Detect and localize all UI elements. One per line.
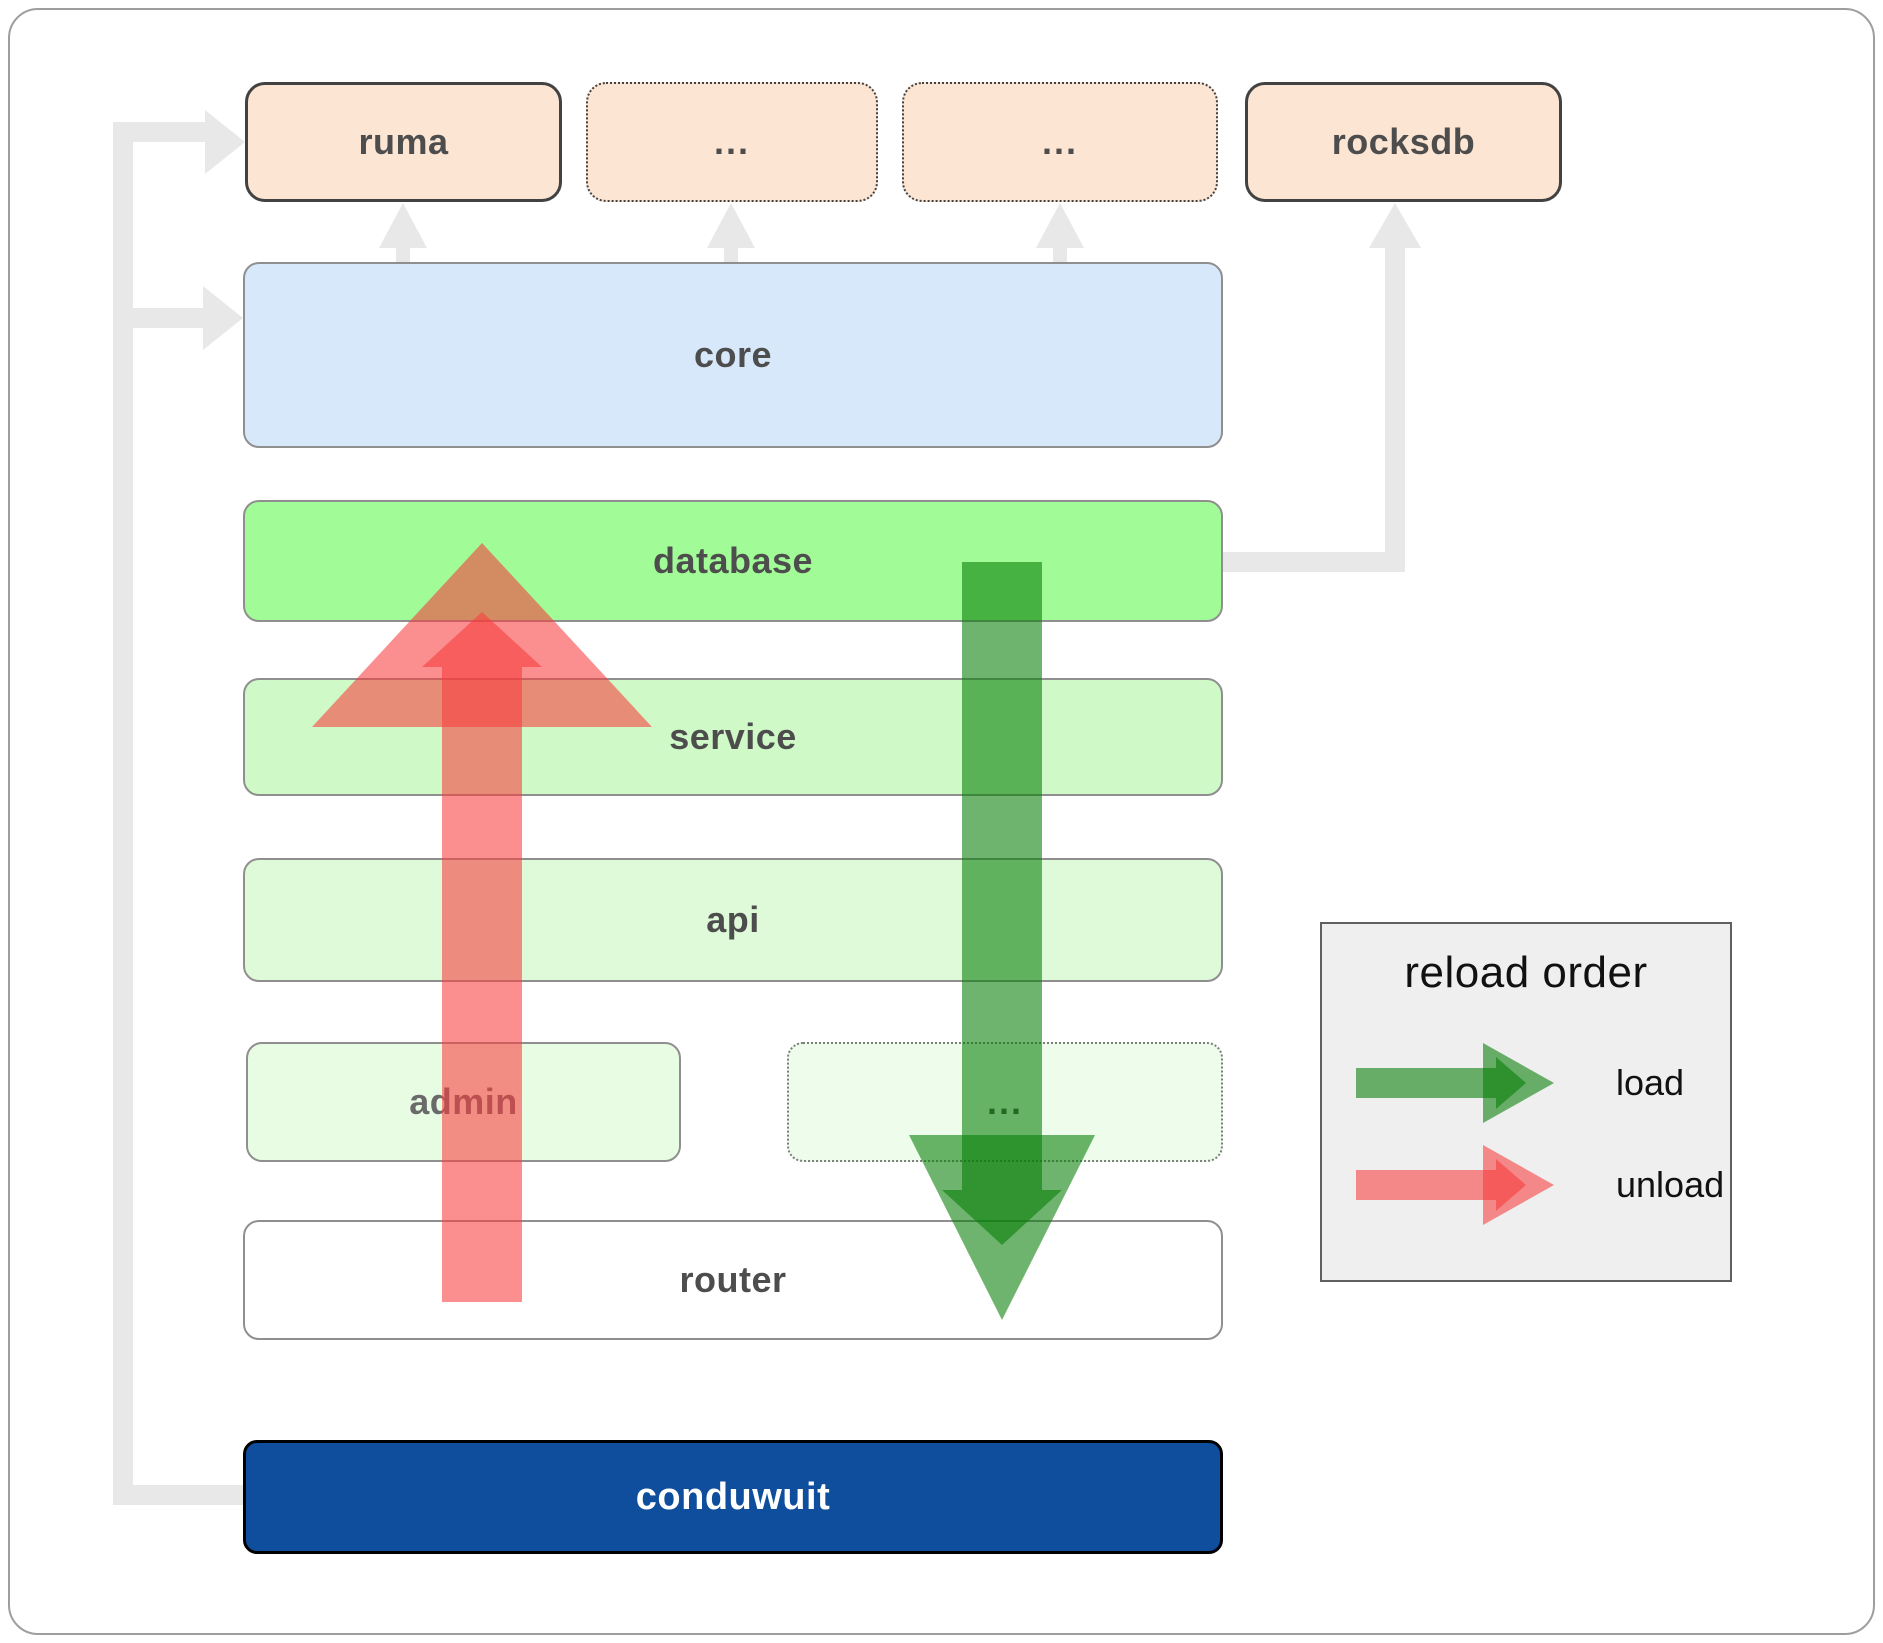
node-api: api [243,858,1223,982]
connector-core-ext2 [1053,246,1067,262]
node-core: core [243,262,1223,448]
connector-db-rocksdb-v [1385,240,1405,572]
node-ellipsis-1-label: ... [713,121,750,162]
arrowhead-rocksdb-icon [1369,203,1421,248]
legend-row-unload: unload [1322,1140,1730,1230]
connector-core-ext1 [724,246,738,262]
node-ellipsis-1: ... [586,82,878,202]
connector-core-ruma [396,246,410,262]
legend-unload-label: unload [1616,1164,1725,1205]
legend: reload order load unload [1320,922,1732,1282]
connector-trunk [113,122,133,1505]
legend-load-label: load [1616,1062,1685,1103]
node-database: database [243,500,1223,622]
node-admin: admin [246,1042,681,1162]
node-admin-label: admin [409,1081,518,1122]
node-ruma-label: ruma [358,121,449,162]
node-core-label: core [693,334,773,375]
arrowhead-top2-icon [707,203,755,248]
node-service: service [243,678,1223,796]
connector-to-core [113,308,203,328]
node-rocksdb-label: rocksdb [1331,121,1476,162]
node-router: router [243,1220,1223,1340]
legend-row-load: load [1322,1038,1730,1128]
arrowhead-top1-icon [379,203,427,248]
node-conduwuit: conduwuit [243,1440,1223,1554]
node-rocksdb: rocksdb [1245,82,1562,202]
connector-db-rocksdb-h [1223,552,1405,572]
node-conduwuit-label: conduwuit [635,1475,831,1518]
node-router-label: router [679,1259,787,1300]
node-ellipsis-2: ... [902,82,1218,202]
node-ellipsis-3: ... [787,1042,1223,1162]
legend-title: reload order [1404,948,1648,997]
node-ellipsis-2-label: ... [1041,121,1078,162]
node-ellipsis-3-label: ... [986,1081,1023,1122]
connector-conduwuit-stub [113,1485,246,1505]
node-service-label: service [669,716,797,757]
unload-arrow-icon [1356,1145,1554,1225]
node-ruma: ruma [245,82,562,202]
arrowhead-core-icon [203,286,243,350]
node-database-label: database [652,540,814,581]
arrowhead-top3-icon [1036,203,1084,248]
arrowhead-ruma-icon [205,110,245,174]
load-arrow-icon [1356,1043,1554,1123]
node-api-label: api [706,899,760,940]
connector-to-ruma [113,122,205,142]
